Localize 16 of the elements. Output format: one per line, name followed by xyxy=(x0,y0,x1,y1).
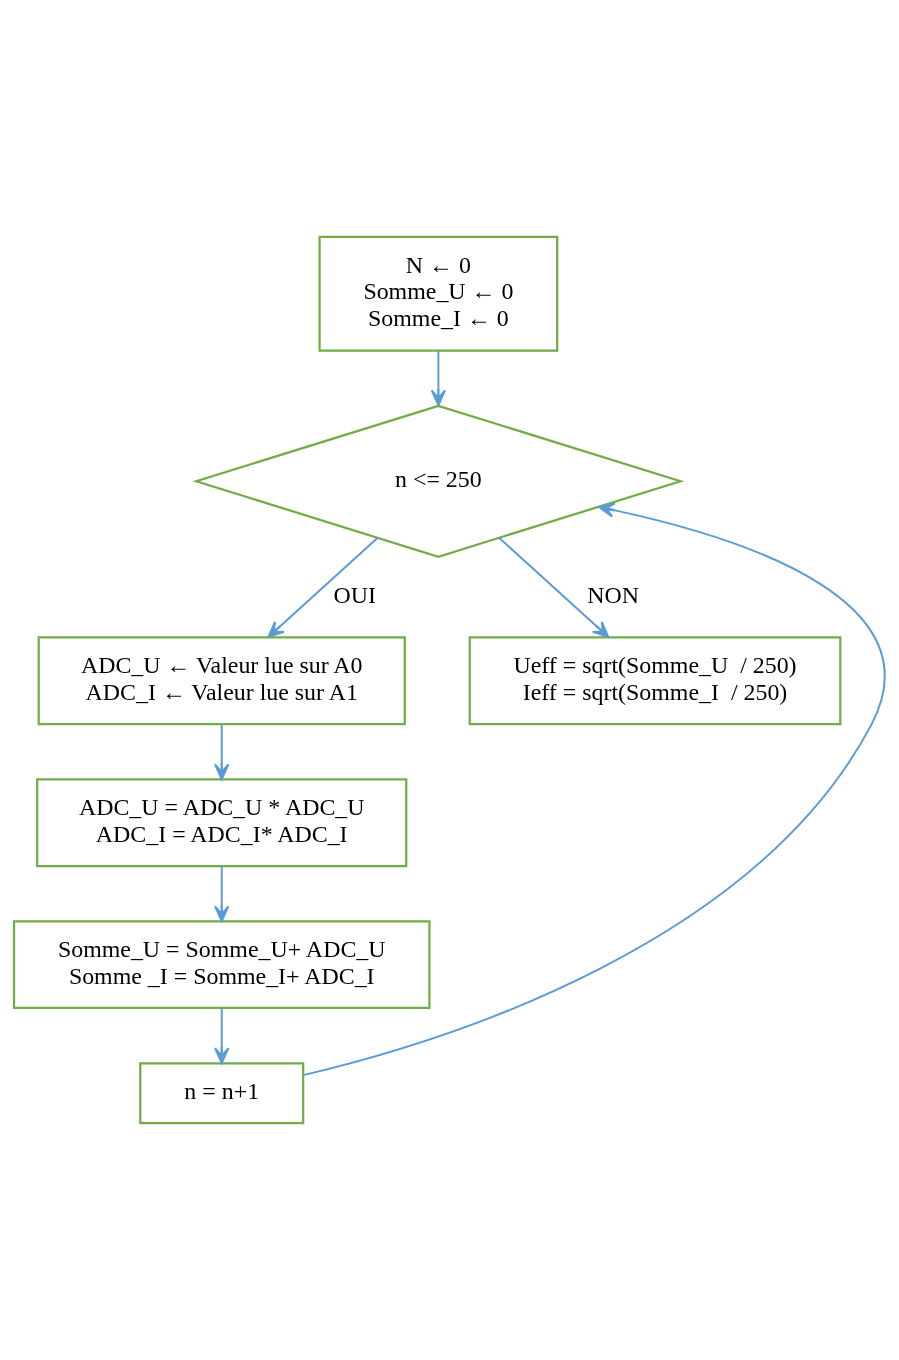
arrow xyxy=(430,349,447,407)
edge-label: NON xyxy=(587,581,640,608)
edge-label: OUI xyxy=(333,581,376,608)
arrow xyxy=(267,537,379,638)
node-box: ADC_U ← Valeur lue sur A0 ADC_I ← Valeur lue sur A1 xyxy=(37,636,406,726)
node-box: N ← 0 Somme_U ← 0 Somme_I ← 0 xyxy=(318,235,559,352)
arrow xyxy=(214,865,230,923)
node-box: n = n+1 xyxy=(139,1062,305,1125)
node-box: Somme_U = Somme_U+ ADC_U Somme _I = Somme_I+ ADC_I xyxy=(12,920,431,1010)
node-diamond: n <= 250 xyxy=(192,404,685,558)
arrow xyxy=(214,1007,230,1064)
arrow xyxy=(498,537,610,638)
node-box: ADC_U = ADC_U * ADC_U ADC_I = ADC_I* ADC_I xyxy=(36,778,408,868)
node-box: Ueff = sqrt(Somme_U / 250) Ieff = sqrt(Somme_I / 250) xyxy=(468,636,842,726)
arrow xyxy=(302,502,886,1077)
arrow xyxy=(214,723,230,781)
